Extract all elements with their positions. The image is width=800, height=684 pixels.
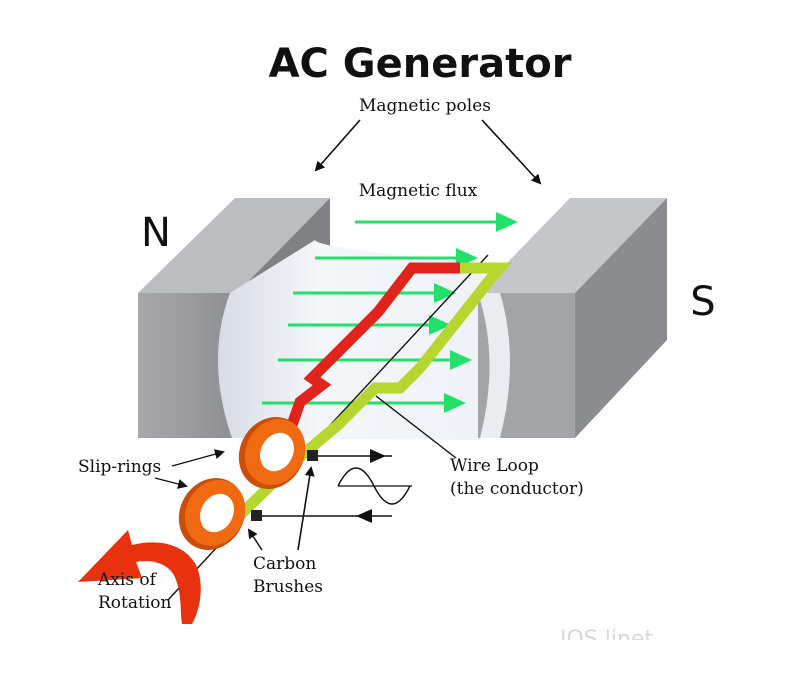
magnetic-poles-label: Magnetic poles: [359, 96, 491, 116]
flux-arrow-3: [293, 283, 456, 303]
slip-rings-label: Slip-rings: [78, 457, 161, 477]
output-lead-top-arrow: [370, 449, 386, 463]
carbon-brush-top: [307, 450, 318, 461]
diagram-title: AC Generator: [269, 41, 572, 87]
wire-loop-green-side: [236, 262, 512, 519]
axis-of-rotation-label-line1: Axis of: [97, 570, 158, 590]
magnetic-flux-label: Magnetic flux: [359, 181, 478, 201]
carbon-brushes-arrow-bottom: [247, 528, 263, 551]
carbon-brushes-label-line2: Brushes: [253, 577, 323, 597]
sine-wave-icon: [337, 467, 412, 505]
slip-rings-arrow-1: [171, 449, 225, 467]
south-pole-label: S: [690, 279, 715, 325]
magnetic-poles-arrow-left: [314, 119, 361, 172]
output-lead-bottom-arrow: [356, 509, 372, 523]
wire-loop-red-side: [257, 262, 460, 466]
carbon-brushes-arrow-top: [297, 466, 315, 551]
axis-of-rotation-label-line2: Rotation: [98, 593, 172, 613]
curved-arrow-icon: [78, 530, 201, 624]
south-magnet: [478, 198, 667, 438]
watermark-mask: [540, 640, 720, 684]
slip-ring-back: [238, 417, 306, 489]
carbon-brushes-label-line1: Carbon: [253, 554, 316, 574]
slip-ring-front: [178, 478, 246, 550]
carbon-brush-bottom: [251, 510, 262, 521]
wire-loop-pointer: [375, 395, 457, 459]
wire-loop-label-line2: (the conductor): [450, 479, 584, 499]
wire-loop-label-line1: Wire Loop: [450, 456, 539, 476]
magnetic-poles-arrow-right: [481, 119, 542, 185]
flux-arrow-1: [355, 212, 518, 232]
north-pole-label: N: [141, 210, 171, 256]
slip-rings-arrow-2: [154, 477, 188, 489]
